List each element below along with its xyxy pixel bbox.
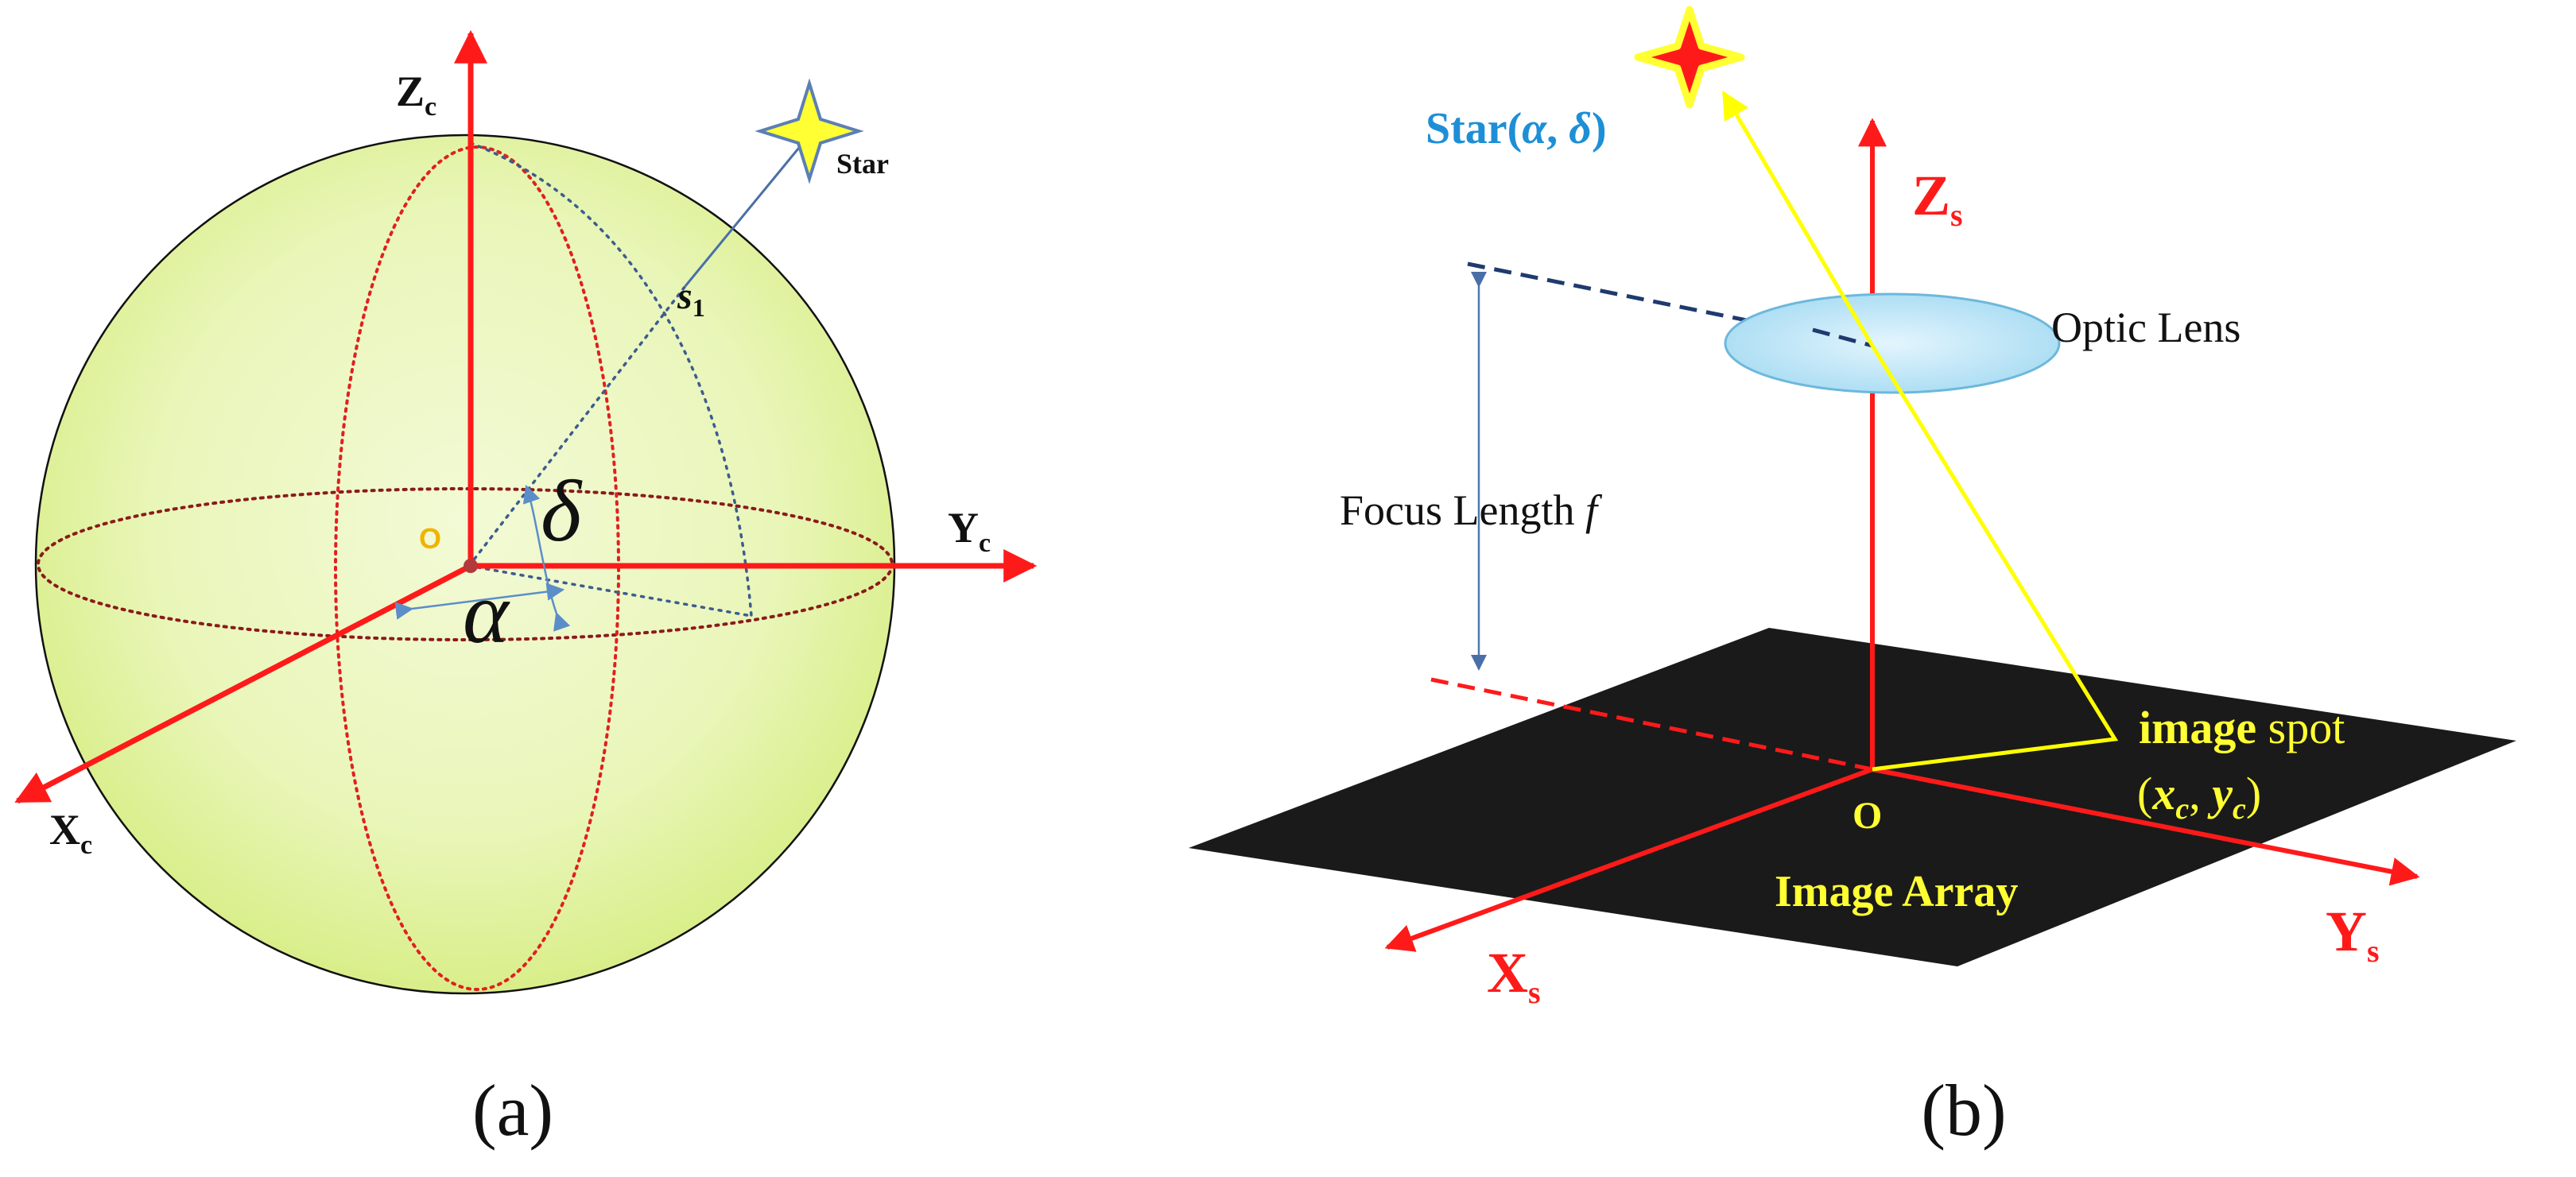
vector-label: s1 xyxy=(677,275,705,322)
focal-plane-dashed xyxy=(1430,677,1873,772)
star-icon-b xyxy=(1634,6,1745,109)
x-axis-label: Xc xyxy=(49,806,92,860)
lens-plane-dashed xyxy=(1467,261,1873,348)
panel-a: Zc Yc Xc O Star s1 δ α (a) xyxy=(14,29,1038,1151)
origin-label: O xyxy=(419,522,441,555)
image-array-label: Image Array xyxy=(1775,867,2018,916)
star-ra-dec-label: Star(α, δ) xyxy=(1426,104,1607,153)
alpha-arrow xyxy=(394,583,565,620)
star-direction-dotted xyxy=(467,285,687,567)
star-icon xyxy=(755,78,864,184)
alpha-label: α xyxy=(463,564,510,661)
optic-lens xyxy=(1724,292,2061,394)
focus-length-label: Focus Length f xyxy=(1340,486,1603,534)
star-label: Star xyxy=(836,148,889,180)
z-axis-label: Zc xyxy=(396,68,436,122)
projection-line xyxy=(467,564,753,618)
star-vector-line xyxy=(684,134,811,287)
light-ray-path xyxy=(1721,90,2119,772)
origin-label-b: O xyxy=(1852,795,1882,837)
image-spot-coords: (xc, yc) xyxy=(2137,768,2261,826)
origin-dot xyxy=(464,559,478,573)
ys-axis xyxy=(1872,767,2420,886)
delta-label: δ xyxy=(541,463,583,559)
caption-a: (a) xyxy=(472,1070,553,1151)
star-meridian-arc xyxy=(469,141,753,618)
image-spot-label: image spot xyxy=(2139,702,2345,753)
optic-lens-label: Optic Lens xyxy=(2051,304,2240,351)
panel-b: Star(α, δ) Zs Ys Xs Optic Lens Focus Len… xyxy=(1189,6,2516,1151)
xs-axis xyxy=(1384,767,1874,952)
xs-axis-label: Xs xyxy=(1487,941,1541,1010)
y-axis-label: Yc xyxy=(948,504,991,558)
ys-axis-label: Ys xyxy=(2326,900,2380,969)
zs-axis-label: Zs xyxy=(1912,164,1963,233)
lens-plane-dashed-inner xyxy=(1812,327,1873,348)
caption-b: (b) xyxy=(1921,1070,2006,1151)
image-array-plane xyxy=(1189,628,2516,966)
